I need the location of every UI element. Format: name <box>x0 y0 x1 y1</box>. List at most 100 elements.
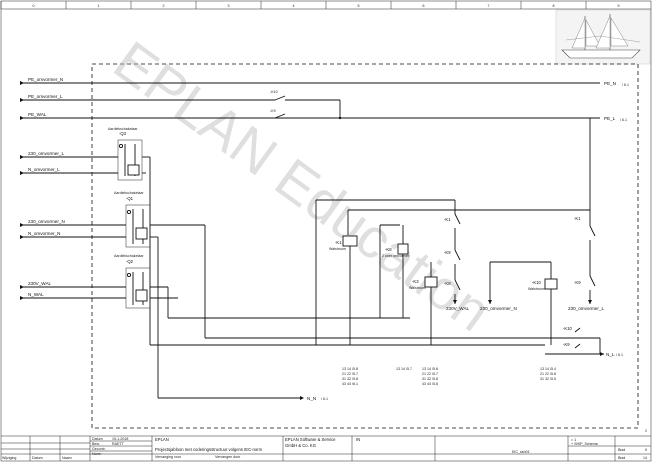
title-block: Datum 19-1-2018 Bew. RAETT Gecontr. Norm… <box>1 429 651 461</box>
coil-k3-tag: -K3 <box>412 279 419 284</box>
coil-k10: -K10 Walstroom <box>528 262 558 345</box>
crossref-pe-n: / 6.1 <box>622 83 629 87</box>
coil-k3: -K3 Walstroom <box>409 262 438 345</box>
wire-label-230-omvormer-l: 230_omvormer_L <box>28 151 64 156</box>
output-230-omvormer-n: 230_omvormer_N <box>480 306 517 311</box>
tb-supplier-2: GmbH & Co. KG <box>285 443 316 448</box>
column-number: 9 <box>618 4 620 8</box>
crossref-line: 43 44 /5.8 <box>422 382 438 386</box>
column-number: 0 <box>33 4 35 8</box>
contact-k8 <box>454 279 461 291</box>
tb-supplier-1: EPLAN Software & Service <box>285 437 336 442</box>
contact-k1-right <box>589 225 596 237</box>
coil-k3-sub: Walstroom <box>409 286 426 290</box>
wire-label-n-omvormer-l: N_omvormer_L <box>28 167 60 172</box>
breaker-q2-title: Aardlekschakelaar <box>114 254 144 258</box>
contact-k10-lower <box>574 327 581 333</box>
wire-label-n-wal: N_WAL <box>28 292 44 297</box>
breaker-q3-title: Aardlekschakelaar <box>108 127 138 131</box>
tb-blad-total: 14 <box>643 456 647 460</box>
crossref-line: 13 14 /5.8 <box>342 367 358 371</box>
tb-blad-label: Blad <box>618 448 625 452</box>
wire-label-pe-wal: PE_WAL <box>28 112 47 117</box>
crossref-line: 13 14 /5.7 <box>396 367 412 371</box>
tb-code: IN <box>356 437 360 442</box>
crossref-line: 13 14 /5.6 <box>422 367 438 371</box>
tb-datum: 19-1-2018 <box>112 437 128 441</box>
wire-label-pe-l: PE_L <box>604 116 616 121</box>
crossref-line: 31 32 /5.5 <box>540 377 556 381</box>
contact-k9-lower-tag: -K9 <box>563 342 570 347</box>
tb-bew-label: Bew. <box>92 442 100 446</box>
contact-k9-tag: -K9 <box>444 250 451 255</box>
coil-k8-tag: -K8 <box>385 247 392 252</box>
breaker-q3-tag: -Q3 <box>119 131 127 136</box>
tb-blad: 5 <box>645 448 647 452</box>
crossref-n-l: / 6.1 <box>616 353 623 357</box>
wire-label-pe-omvormer-n: PE_omvormer_N <box>28 77 63 82</box>
tb-page-corner: 2 <box>645 429 647 433</box>
tb-vervangen-door: Vervangen door <box>215 455 241 459</box>
crossref-line: 31 32 /5.8 <box>422 377 438 381</box>
coil-k1-sub: Walstroom <box>329 247 346 251</box>
contact-k8-tag: -K8 <box>444 281 451 286</box>
wire-label-pe-n: PE_N <box>604 81 616 86</box>
tb-description: Projectsjabloon met coderingsstructuur v… <box>155 447 263 452</box>
wire-label-pe-omvormer-l: PE_omvormer_L <box>28 94 63 99</box>
k10-top-contact <box>274 95 286 101</box>
tb-drawing-no: EIC_ssh01 <box>512 450 530 454</box>
crossref-pe-l: / 6.1 <box>620 118 627 122</box>
breaker-q3: Aardlekschakelaar -Q3 <box>108 127 143 181</box>
crossref-line: 31 32 /5.8 <box>342 377 358 381</box>
coil-k8: -K8 2 over omvormer <box>382 225 410 318</box>
tb-sheet-eq: = 1 <box>571 438 576 442</box>
ship-image <box>555 9 651 65</box>
crossref-blocks: 13 14 /5.821 22 /5.731 32 /5.843 44 /6.1… <box>342 367 556 386</box>
crossref-line: 21 22 /5.8 <box>540 372 556 376</box>
watermark: EPLAN Education <box>103 29 503 343</box>
tb-company: EPLAN <box>155 437 169 442</box>
wire-label-n-n: N_N <box>307 396 316 401</box>
k10-top-tag: -K10 <box>270 90 278 94</box>
k9-top-contact <box>274 113 286 119</box>
coil-k1-tag: -K1 <box>335 240 342 245</box>
crossref-line: 43 44 /6.1 <box>342 382 358 386</box>
output-230-omvormer-l: 230_omvormer_L <box>568 306 604 311</box>
contact-k9-lower <box>574 343 581 349</box>
coil-k1: -K1 Walstroom <box>329 235 358 345</box>
contact-k1-tag: -K1 <box>444 217 451 222</box>
coil-k10-tag: -K10 <box>532 280 542 285</box>
column-number: 5 <box>358 4 360 8</box>
tb-bew: RAETT <box>112 442 125 446</box>
coil-k8-sub: 2 over omvormer <box>382 254 410 258</box>
tb-blad-total-label: Blad <box>618 456 625 460</box>
breaker-q1-title: Aardlekschakelaar <box>114 191 144 195</box>
k9-top-tag: -K9 <box>270 109 276 113</box>
column-number: 1 <box>98 4 100 8</box>
tb-vervanging-voor: Vervanging voor <box>155 455 182 459</box>
breaker-q1: Aardlekschakelaar -Q1 <box>114 191 151 248</box>
wire-label-n-l: N_L <box>606 352 615 357</box>
wire-label-230-omvormer-n: 230_omvormer_N <box>28 219 65 224</box>
contact-k9-right-tag: -K9 <box>574 280 581 285</box>
tb-sheet-loc: + SHIP_Schema <box>571 442 598 446</box>
column-number: 4 <box>293 4 295 8</box>
tb-norm-label: Norm <box>92 452 101 456</box>
contact-k1 <box>454 213 461 225</box>
crossref-line: 21 22 /5.7 <box>342 372 358 376</box>
contact-k1-right-tag: -K1 <box>574 216 581 221</box>
breaker-q2-tag: -Q2 <box>126 259 134 264</box>
tb-gecontr-label: Gecontr. <box>92 447 106 451</box>
tb-name-label: Naam <box>62 456 72 460</box>
output-230v-wal: 230V_WAL <box>446 306 470 311</box>
crossref-n-n: / 6.1 <box>321 397 328 401</box>
tb-datum-label: Datum <box>92 437 103 441</box>
breaker-q1-tag: -Q1 <box>126 196 134 201</box>
column-number: 7 <box>488 4 490 8</box>
crossref-line: 21 22 /5.7 <box>422 372 438 376</box>
contact-k10-lower-tag: -K10 <box>563 326 573 331</box>
wire-label-n-omvormer-n: N_omvormer_N <box>28 231 60 236</box>
crossref-line: 13 14 /5.4 <box>540 367 556 371</box>
